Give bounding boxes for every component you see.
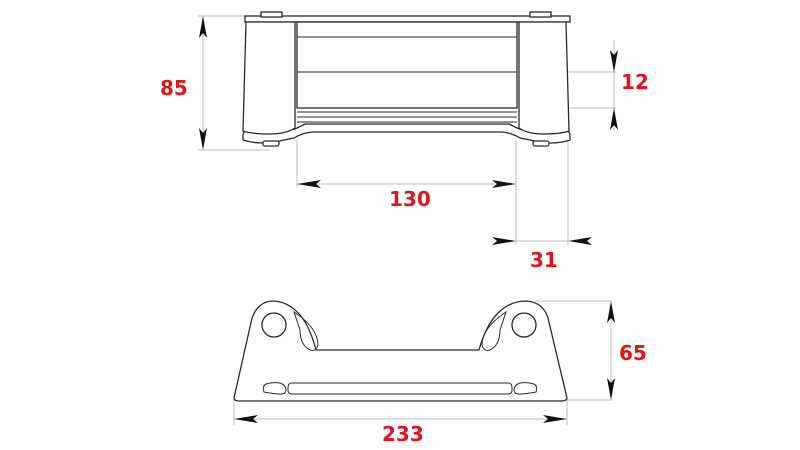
dimension-12-line (610, 40, 618, 130)
top-view-fairlead (198, 11, 616, 245)
dimension-85-label: 85 (160, 76, 188, 100)
dimension-65-label: 65 (619, 341, 647, 365)
dimension-233-line (234, 415, 567, 423)
dimension-65-line (607, 301, 615, 400)
dimension-130-label: 130 (389, 187, 431, 211)
dimension-85-line (199, 16, 207, 150)
dimension-12-label: 12 (621, 70, 649, 94)
dimension-233-label: 233 (382, 422, 424, 446)
bottom-view-plate (233, 300, 612, 425)
dimension-31-line (492, 237, 592, 245)
dimension-31-label: 31 (530, 248, 558, 272)
dimension-130-line (297, 180, 516, 188)
